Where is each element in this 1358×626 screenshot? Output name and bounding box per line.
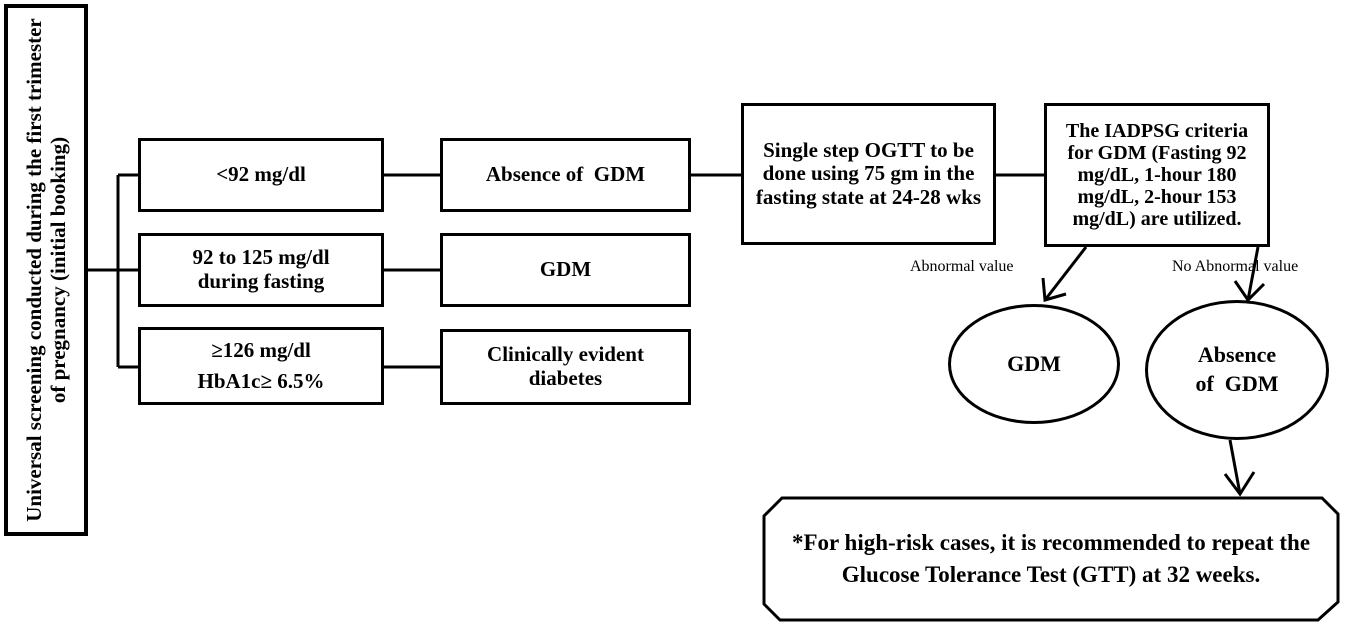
outcome-absence-text: Absence of GDM: [485, 162, 646, 187]
outcome-diabetes-box: Clinically evident diabetes: [440, 329, 691, 405]
threshold-low-text: <92 mg/dl: [216, 162, 306, 187]
criteria-box: The IADPSG criteria for GDM (Fasting 92 …: [1044, 103, 1270, 247]
threshold-high-line1: ≥126 mg/dl: [211, 337, 311, 362]
outcome-diabetes-line1: Clinically evident: [487, 342, 644, 367]
threshold-low-box: <92 mg/dl: [138, 138, 384, 212]
root-text: Universal screening conducted during the…: [21, 18, 70, 522]
result-gdm-text: GDM: [1007, 350, 1061, 376]
outcome-diabetes-line2: diabetes: [528, 366, 603, 390]
result-gdm-ellipse: GDM: [948, 304, 1120, 424]
threshold-mid-line2: during fasting: [197, 269, 325, 293]
outcome-absence-box: Absence of GDM: [440, 138, 691, 212]
result-absence-ellipse: Absence of GDM: [1145, 300, 1329, 440]
no-abnormal-value-label: No Abnormal value: [1172, 258, 1299, 275]
ogtt-text: Single step OGTT to be done using 75 gm …: [755, 137, 982, 209]
recommendation-note: *For high-risk cases, it is recommended …: [762, 496, 1340, 622]
ogtt-box: Single step OGTT to be done using 75 gm …: [741, 103, 996, 245]
threshold-mid-box: 92 to 125 mg/dl during fasting: [138, 233, 384, 307]
abnormal-value-label: Abnormal value: [910, 258, 1014, 275]
root-box: Universal screening conducted during the…: [4, 4, 88, 536]
outcome-gdm-text: GDM: [539, 257, 592, 282]
criteria-text: The IADPSG criteria for GDM (Fasting 92 …: [1065, 120, 1249, 230]
threshold-high-line2: HbA1c≥ 6.5%: [197, 369, 325, 393]
threshold-high-box: ≥126 mg/dl HbA1c≥ 6.5%: [138, 327, 384, 405]
outcome-gdm-box: GDM: [440, 233, 691, 307]
note-text: *For high-risk cases, it is recommended …: [791, 529, 1311, 587]
result-absence-line2: of GDM: [1195, 371, 1279, 396]
note-border: [762, 496, 1340, 622]
result-absence-line1: Absence: [1197, 342, 1277, 368]
threshold-mid-line1: 92 to 125 mg/dl: [192, 245, 330, 270]
